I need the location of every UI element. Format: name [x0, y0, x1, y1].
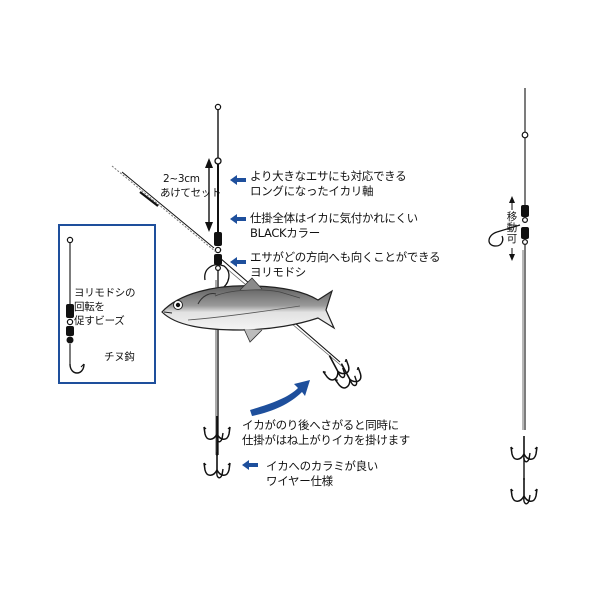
inset-drawing — [66, 236, 85, 374]
treble-hook-lower — [510, 477, 538, 505]
top-ring — [214, 103, 222, 111]
curved-action-arrow — [250, 380, 310, 416]
swivel-icon — [214, 232, 222, 246]
fish-bait-icon — [161, 277, 336, 343]
wire-label: イカへのカラミが良い ワイヤー仕様 — [266, 459, 378, 488]
bead-icon — [66, 336, 74, 344]
action-label: イカがのり後へさがると同時に 仕掛がはね上がりイカを掛けます — [242, 418, 410, 447]
blue-arrow-icon — [230, 257, 246, 267]
treble-hook-upper — [510, 435, 538, 463]
treble-hook-upper — [203, 415, 231, 443]
bead-detail-inset: ヨリモドシの 回転を 促すビーズ チヌ鈎 — [58, 224, 156, 384]
swivel-label: エサがどの方向へも向くことができる ヨリモドシ — [250, 250, 441, 279]
long-shaft-label: より大きなエサにも対応できる ロングになったイカリ軸 — [250, 169, 407, 198]
gap-dimension-arrow — [205, 158, 213, 232]
swivel-icon — [521, 205, 529, 217]
upper-bead — [214, 157, 222, 165]
movable-label: 移動可 — [506, 211, 518, 245]
gap-note-label: あけてセット — [160, 187, 222, 199]
blue-arrow-icon — [230, 175, 246, 185]
blue-arrow-icon — [230, 214, 246, 224]
bead-label: ヨリモドシの 回転を 促すビーズ — [74, 287, 136, 327]
right-rig — [488, 88, 538, 505]
black-color-label: 仕掛全体はイカに気付かれにくい BLACKカラー — [250, 211, 418, 240]
gap-length-label: 2~3cm — [163, 173, 200, 185]
blue-arrow-icon — [242, 460, 258, 470]
chinu-hook-label: チヌ鈎 — [104, 351, 135, 363]
swivel-icon — [66, 304, 74, 318]
